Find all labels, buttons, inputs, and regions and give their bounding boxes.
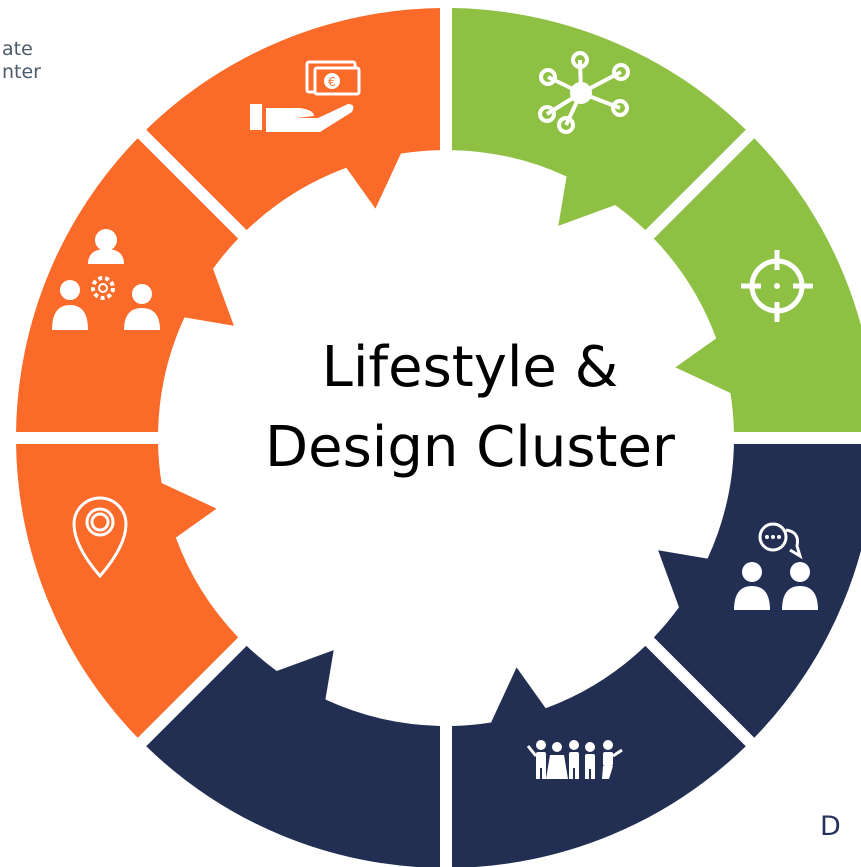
corner-text-line: nter: [2, 61, 41, 83]
corner-text-top-left: ate nter: [2, 38, 41, 84]
people-chat-icon: [734, 522, 818, 610]
segment-blank: [146, 645, 440, 867]
corner-text-line: ate: [2, 38, 33, 60]
hand-money-icon: €: [250, 60, 361, 132]
segment-network: [451, 8, 746, 231]
segment-community: [452, 645, 746, 867]
network-nodes-icon: [538, 51, 630, 134]
segment-location: [16, 443, 239, 738]
location-pin-icon: [72, 496, 128, 579]
people-gear-icon: [52, 229, 160, 330]
center-title-line-1: Lifestyle &: [321, 335, 619, 400]
center-title-line-2: Design Cluster: [265, 415, 675, 480]
corner-text-bottom-right: D: [820, 812, 841, 842]
group-people-icon: [526, 740, 623, 779]
svg-text:€: €: [328, 75, 336, 89]
target-crosshair-icon: [741, 250, 813, 322]
center-title: Lifestyle & Design Cluster: [190, 328, 750, 488]
segment-collaboration: [16, 138, 239, 433]
corner-text-line: D: [820, 811, 841, 842]
